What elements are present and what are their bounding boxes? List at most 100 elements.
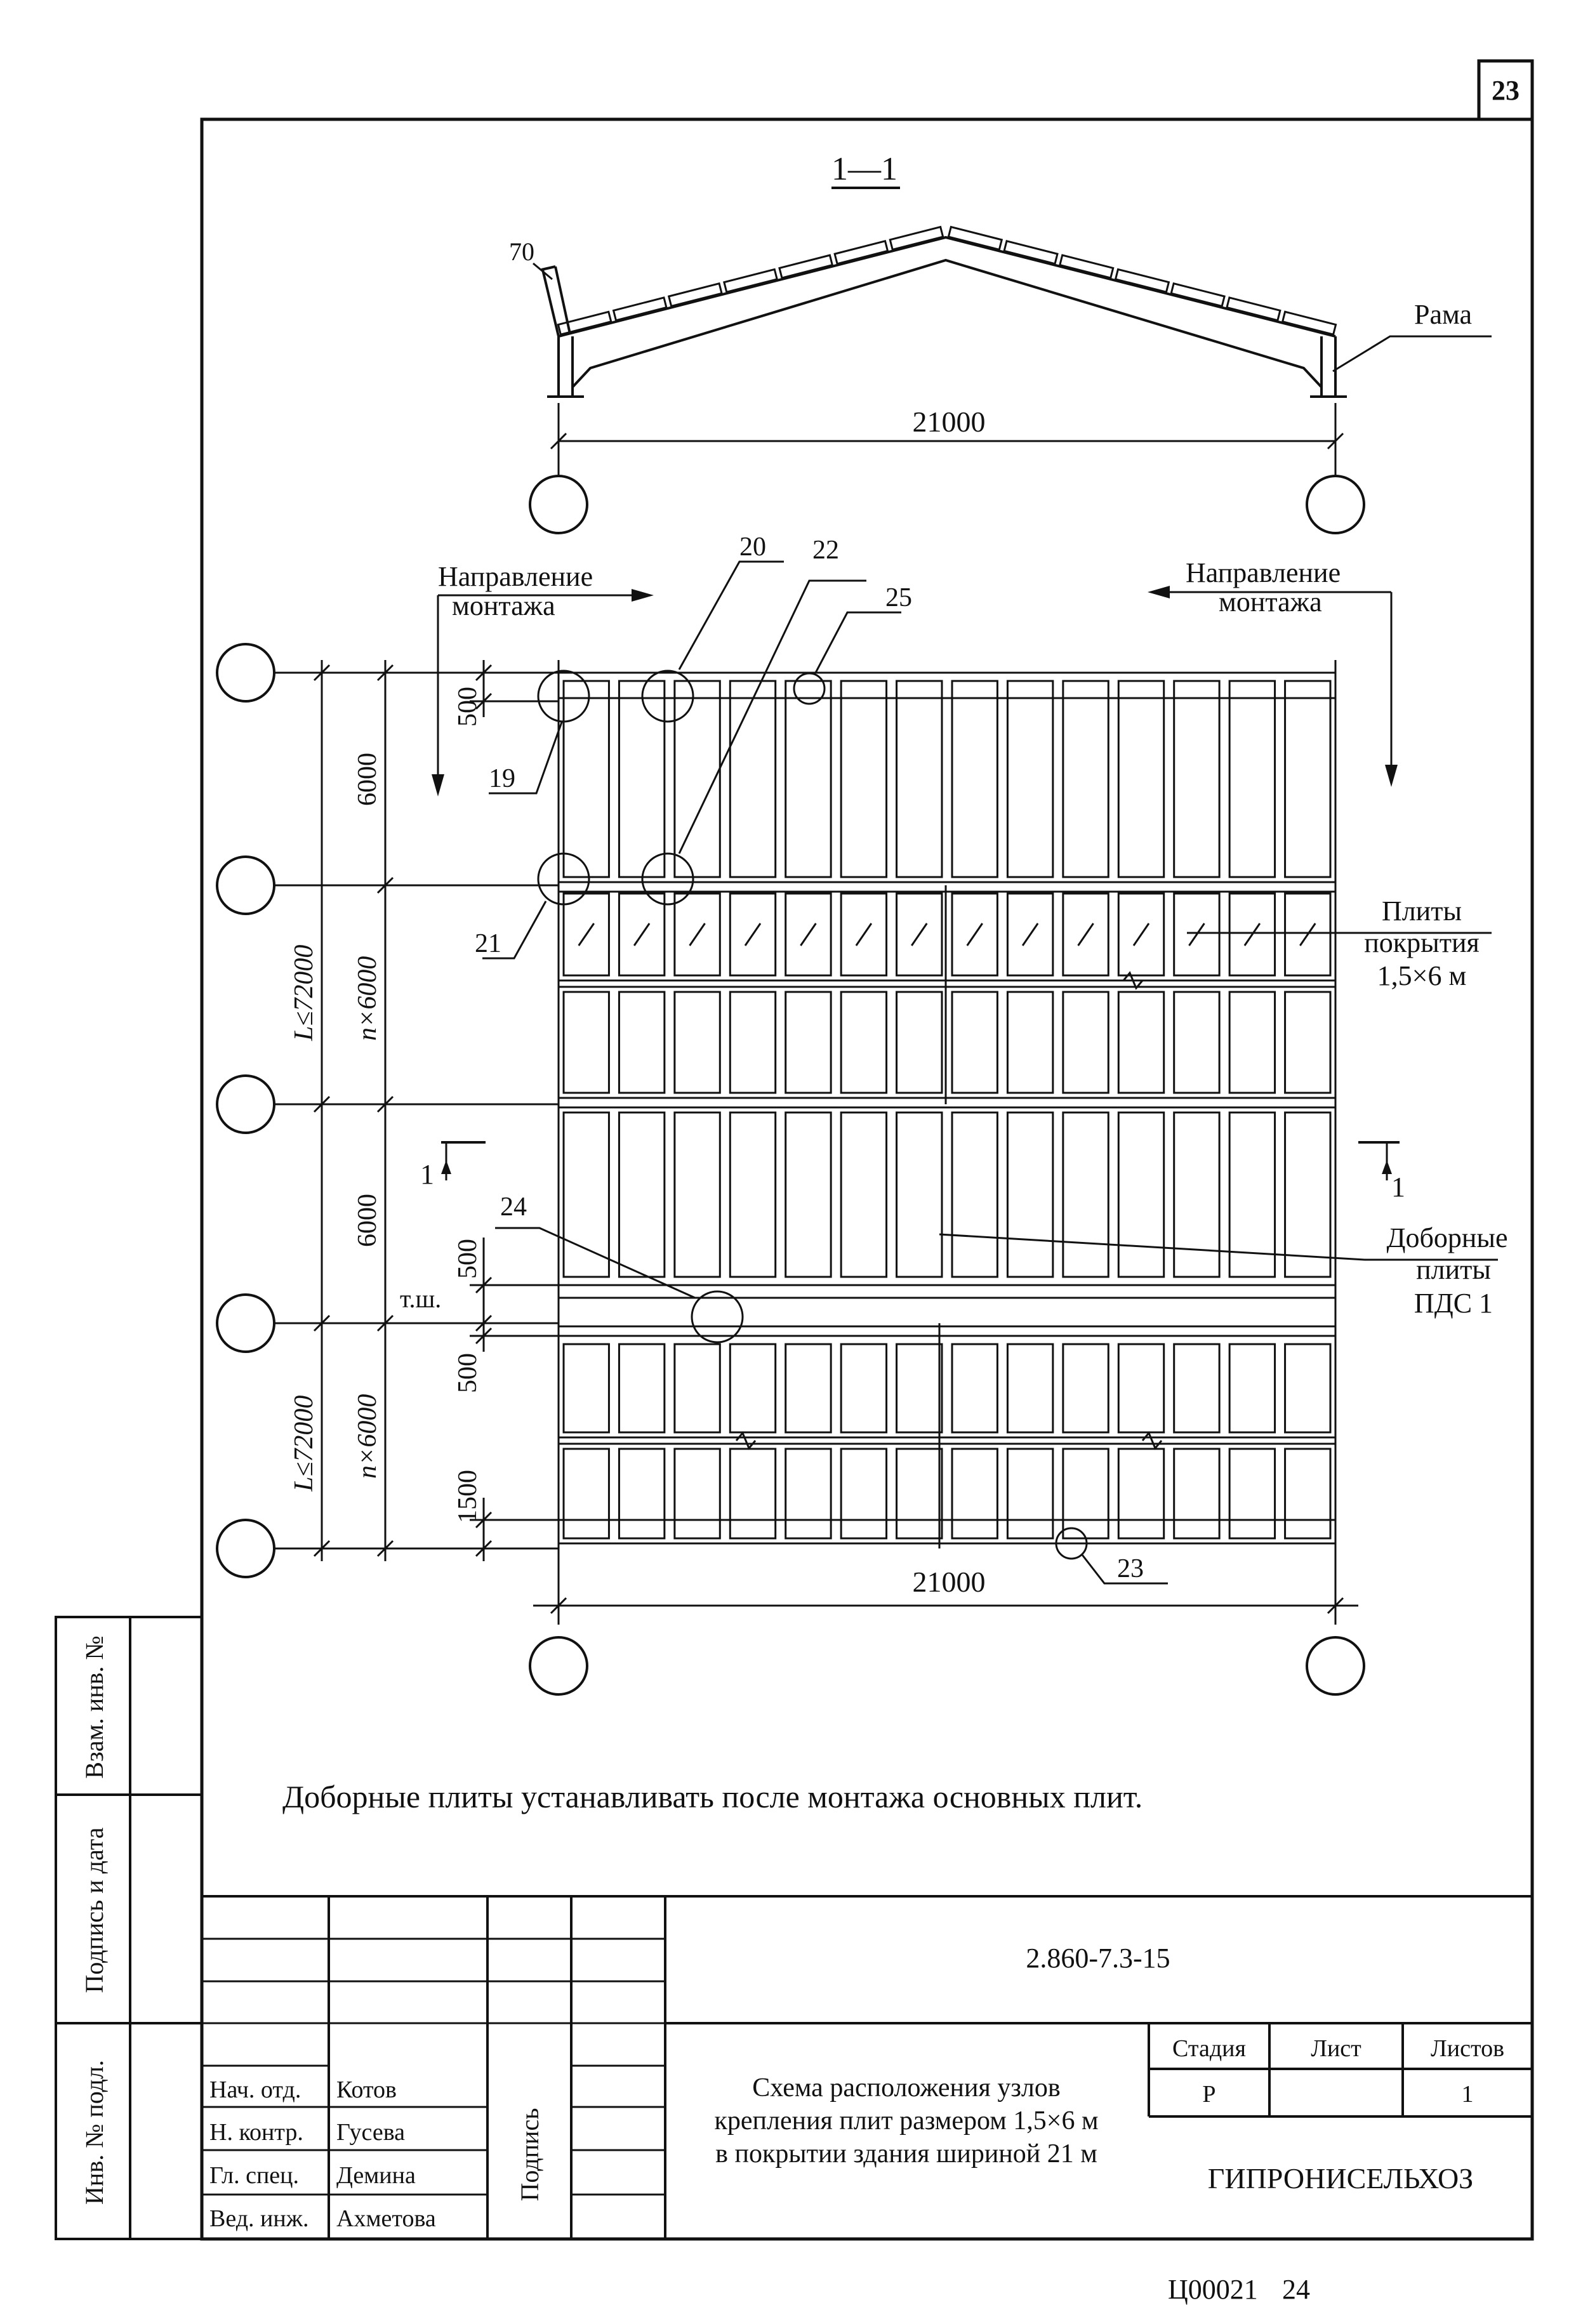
axis-bubble [216, 1519, 275, 1578]
roof-panel [1058, 254, 1115, 279]
roof-plate [729, 1111, 777, 1278]
extra-plates-label: Доборные плиты ПДС 1 [1386, 1222, 1507, 1319]
name-head-dept: Котов [336, 2076, 397, 2103]
callout-21 [537, 852, 590, 906]
sheet-header: Лист [1311, 2035, 1361, 2062]
roof-plate [896, 680, 943, 878]
footer-code: Ц00021 [1168, 2274, 1258, 2305]
roof-plate [1284, 1111, 1332, 1278]
svg-text:Схема расположения узлов: Схема расположения узлов [752, 2073, 1060, 2103]
roof-plate [1006, 1111, 1054, 1278]
roof-panel [833, 240, 889, 265]
plan-dimension-values: 500 6000 n×6000 L≤72000 6000 500 т.ш. 50… [289, 687, 482, 1523]
roof-plate [729, 991, 777, 1094]
roof-plate [785, 1448, 832, 1540]
roof-plate [729, 892, 777, 977]
callout-21-label: 21 [475, 929, 501, 958]
hatch-stroke [578, 923, 595, 946]
roof-plate [1006, 892, 1054, 977]
axis-bubble [529, 1636, 588, 1696]
roof-plate [840, 1448, 888, 1540]
axis-bubble [216, 643, 275, 703]
roof-plate [673, 991, 721, 1094]
axis-bubble [216, 1074, 275, 1134]
side-stamp-labels: Взам. инв. № Подпись и дата Инв. № подл. [80, 1635, 109, 2205]
hatch-stroke [744, 923, 762, 946]
hatch-stroke [1132, 923, 1150, 946]
hatch-stroke [1243, 923, 1261, 946]
hatch-stroke [800, 923, 817, 946]
roof-plate [1117, 680, 1165, 878]
roof-plate [896, 1343, 943, 1434]
roof-plate [1006, 680, 1054, 878]
roof-plate [562, 1343, 610, 1434]
callout-25 [793, 672, 826, 705]
section-title: 1—1 [831, 151, 897, 187]
roof-plate [562, 892, 610, 977]
roof-plate [1062, 991, 1109, 1094]
roof-plate [618, 680, 666, 878]
roof-plate [1062, 1343, 1109, 1434]
stage-value: Р [1202, 2081, 1215, 2108]
roof-plate [1284, 1343, 1332, 1434]
svg-text:1: 1 [420, 1159, 434, 1190]
roof-plate [785, 680, 832, 878]
dim-70: 70 [509, 237, 534, 266]
hatch-stroke [1299, 923, 1316, 946]
roof-plate [785, 1111, 832, 1278]
roof-plate [729, 680, 777, 878]
roof-plate [951, 991, 998, 1094]
roof-plate [673, 680, 721, 878]
roof-plate [840, 680, 888, 878]
sheets-header: Листов [1431, 2035, 1504, 2062]
roof-panel [1226, 296, 1281, 322]
stage-header: Стадия [1172, 2035, 1246, 2062]
roof-plate [1228, 1448, 1276, 1540]
role-head-dept: Нач. отд. [209, 2076, 301, 2103]
callout-24-label: 24 [500, 1192, 527, 1222]
roof-plate [618, 1343, 666, 1434]
roof-plate [1117, 1343, 1165, 1434]
svg-text:L≤72000: L≤72000 [289, 1396, 319, 1492]
roof-plate [1117, 1111, 1165, 1278]
roof-plate [562, 680, 610, 878]
install-direction-left: Направление монтажа [432, 561, 654, 796]
roof-plate [729, 1343, 777, 1434]
roof-plate [673, 1111, 721, 1278]
section-span-value: 21000 [913, 406, 986, 438]
responsible-persons: Нач. отд. Котов Н. контр. Гусева Гл. спе… [209, 2076, 436, 2232]
svg-text:Направление: Направление [1186, 557, 1341, 588]
svg-text:500: 500 [453, 687, 482, 727]
replaced-inv-label: Взам. инв. № [80, 1635, 109, 1778]
roof-plate [951, 1343, 998, 1434]
roof-plate [618, 892, 666, 977]
hatch-stroke [966, 923, 983, 946]
roof-plate [1062, 1111, 1109, 1278]
plan-dimension-chains [313, 660, 559, 1561]
svg-text:500: 500 [453, 1353, 482, 1393]
roof-plate [951, 1448, 998, 1540]
roof-plate [1228, 1343, 1276, 1434]
roof-plate [840, 1111, 888, 1278]
roof-plate [562, 1448, 610, 1540]
roof-plate [1117, 892, 1165, 977]
roof-plate [562, 1111, 610, 1278]
sheets-value: 1 [1462, 2081, 1474, 2108]
plates-label: Плиты покрытия 1,5×6 м [1364, 895, 1480, 991]
svg-text:покрытия: покрытия [1364, 927, 1480, 958]
svg-text:500: 500 [453, 1239, 482, 1279]
callout-numbers: 19 20 21 22 23 24 25 [475, 532, 1144, 1583]
svg-text:Доборные: Доборные [1386, 1222, 1507, 1253]
plan-span-value: 21000 [913, 1566, 986, 1598]
roof-plate [1173, 1448, 1221, 1540]
axis-bubble [216, 1293, 275, 1353]
roof-panels [557, 225, 1337, 336]
axis-bubble [1306, 475, 1365, 534]
break-marks [735, 971, 1163, 1450]
roof-panel [947, 225, 1003, 251]
roof-plates-grid [559, 671, 1335, 1548]
svg-text:ПДС 1: ПДС 1 [1414, 1288, 1493, 1319]
section-view: 1—1 70 Рама [509, 151, 1492, 534]
callout-22 [641, 852, 694, 906]
